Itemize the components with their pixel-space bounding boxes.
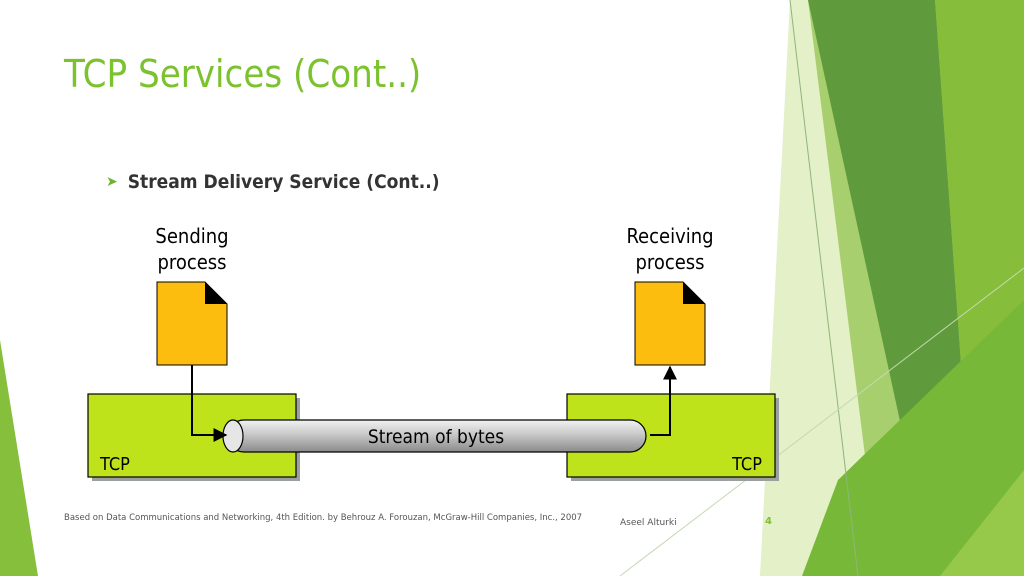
footer-author: Aseel Alturki: [620, 518, 677, 528]
page-number: 4: [765, 516, 772, 527]
right-light-facet: [760, 0, 1024, 576]
right-bottom-facet: [940, 470, 1024, 576]
right-lower-facet: [802, 300, 1024, 576]
right-mid-facet: [808, 0, 1024, 576]
receiver-document-icon: [634, 281, 706, 366]
receiver-label-line1: Receiving: [626, 224, 713, 248]
arrow-bullet-icon: ➤: [106, 174, 118, 190]
pipe-label: Stream of bytes: [368, 426, 504, 448]
right-dark-facet: [808, 0, 965, 476]
send-arrow: [191, 365, 228, 442]
left-green-strip: [0, 340, 38, 576]
bullet-text: Stream Delivery Service (Cont..): [127, 171, 440, 193]
slide-title: TCP Services (Cont..): [64, 52, 422, 96]
sender-label-line1: Sending: [155, 224, 228, 248]
left-tcp-label: TCP: [99, 454, 130, 475]
sender-document-icon: [156, 281, 228, 366]
receiver-label-line2: process: [635, 250, 704, 274]
footer-citation: Based on Data Communications and Network…: [64, 513, 583, 523]
stream-delivery-diagram: Stream of bytes Sending process Receivin…: [87, 224, 779, 481]
right-bright-facet: [935, 0, 1024, 420]
right-tcp-label: TCP: [731, 454, 762, 475]
sender-label-line2: process: [157, 250, 226, 274]
decor-line-1: [789, 0, 859, 576]
receive-arrow: [650, 365, 677, 436]
bullet-item: ➤ Stream Delivery Service (Cont..): [106, 171, 440, 193]
